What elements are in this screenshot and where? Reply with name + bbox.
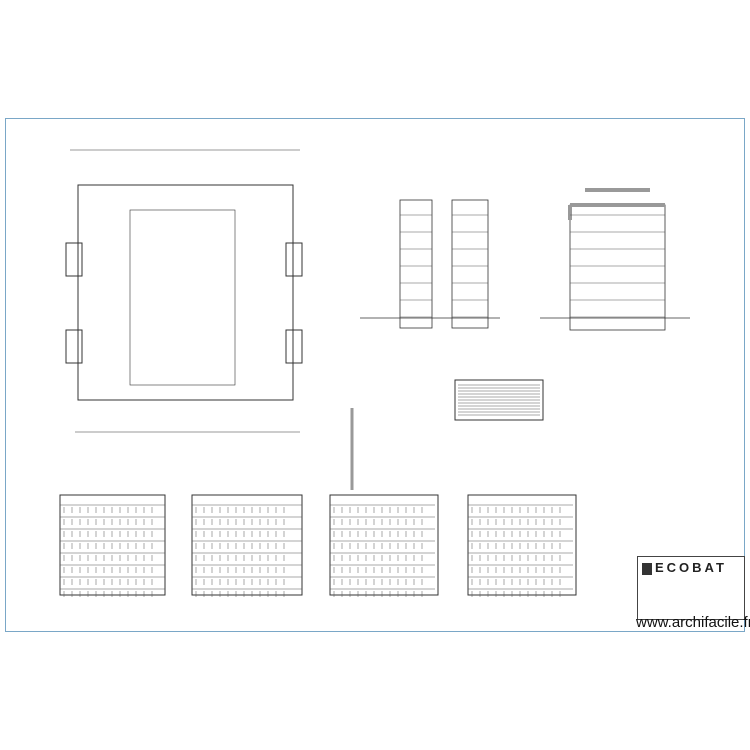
watermark: www.archifacile.fr [636,614,750,631]
drawing-sheet [5,118,745,632]
elevation-2 [191,494,303,596]
floor-plan-inner [129,209,236,386]
elevation-4 [467,494,577,596]
elevation-1 [59,494,166,596]
stair-left-bottom [65,329,83,364]
logo-mark-icon [642,562,652,575]
section-a [360,199,500,329]
stair-left-top [65,242,83,277]
elevation-3 [329,494,439,596]
detail-panel [454,379,544,421]
floor-plan-outline [77,184,294,401]
section-b [540,204,690,331]
section-b-highlight [568,188,665,220]
company-logo: ECOBAT [642,560,727,575]
title-block: ECOBAT [637,556,745,620]
stair-right-bottom [285,329,303,364]
stair-right-top [285,242,303,277]
